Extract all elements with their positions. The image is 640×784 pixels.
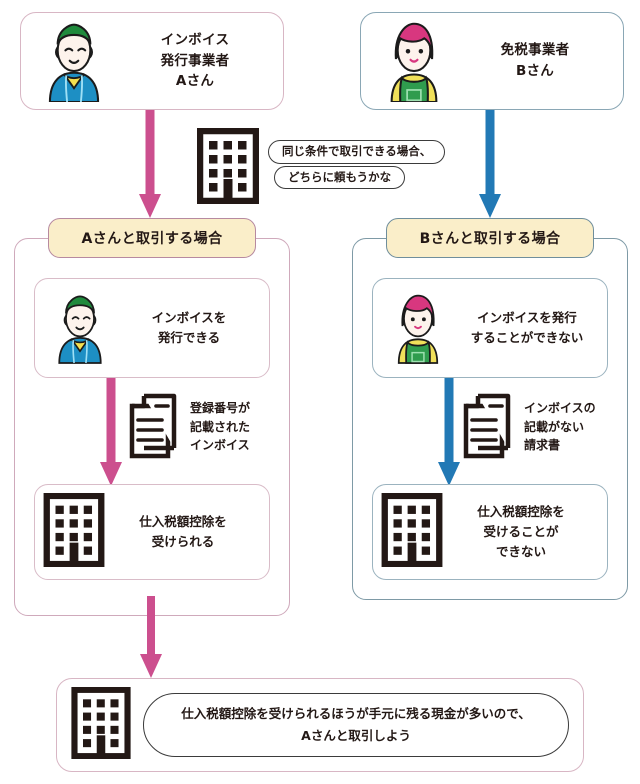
conclusion-text: 仕入税額控除を受けられるほうが手元に残る現金が多いので、 Aさんと取引しよう <box>143 693 569 757</box>
arrow-right-step1-to-step2 <box>438 378 460 486</box>
right-column-heading: Bさんと取引する場合 <box>386 218 594 258</box>
right-step1-label: インボイスを発行 することができない <box>470 310 584 345</box>
thought-bubble: 同じ条件で取引できる場合、 どちらに頼もうかな <box>268 140 446 189</box>
conclusion-box: 仕入税額控除を受けられるほうが手元に残る現金が多いので、 Aさんと取引しよう <box>56 678 584 772</box>
right-step2-box: 仕入税額控除を 受けることが できない <box>372 484 608 580</box>
left-column-heading: Aさんと取引する場合 <box>48 218 256 258</box>
left-step1-label: インボイスを 発行できる <box>151 310 227 345</box>
buyer-company-icon-wrap <box>196 127 260 208</box>
person-pink-hair-green-apron-icon <box>371 16 457 106</box>
right-step2-label: 仕入税額控除を 受けることが できない <box>477 504 565 559</box>
building-icon <box>43 492 105 571</box>
arrow-left-step1-to-step2 <box>100 378 122 486</box>
right-step1-box: インボイスを発行 することができない <box>372 278 608 378</box>
person-green-hair-blue-jacket-icon <box>43 285 117 371</box>
person-b-card: 免税事業者 Bさん <box>360 12 624 110</box>
person-a-label: インボイス 発行事業者 Aさん <box>160 31 230 90</box>
person-a-card: インボイス 発行事業者 Aさん <box>20 12 284 110</box>
left-step2-label: 仕入税額控除を 受けられる <box>139 514 227 549</box>
arrow-person-a-to-left-column <box>139 110 161 218</box>
building-icon <box>381 492 443 571</box>
person-green-hair-blue-jacket-icon <box>31 16 117 106</box>
left-step2-box: 仕入税額控除を 受けられる <box>34 484 270 580</box>
building-icon <box>196 127 260 205</box>
person-b-label: 免税事業者 Bさん <box>500 42 570 79</box>
arrow-left-column-to-conclusion <box>140 596 162 678</box>
right-column-heading-label: Bさんと取引する場合 <box>419 231 561 247</box>
person-pink-hair-green-apron-icon <box>381 285 455 371</box>
right-document-row: インボイスの 記載がない 請求書 <box>458 392 596 462</box>
building-icon <box>71 686 131 763</box>
documents-icon <box>463 393 511 459</box>
left-document-row: 登録番号が 記載された インボイス <box>124 392 250 462</box>
thought-bubble-line-2: どちらに頼もうかな <box>274 165 406 189</box>
left-document-label: 登録番号が 記載された インボイス <box>190 401 251 453</box>
arrow-person-b-to-right-column <box>479 110 501 218</box>
thought-bubble-line-1: 同じ条件で取引できる場合、 <box>268 140 446 164</box>
left-step1-box: インボイスを 発行できる <box>34 278 270 378</box>
right-document-label: インボイスの 記載がない 請求書 <box>524 401 596 453</box>
documents-icon <box>129 393 177 459</box>
left-column-heading-label: Aさんと取引する場合 <box>81 231 223 247</box>
